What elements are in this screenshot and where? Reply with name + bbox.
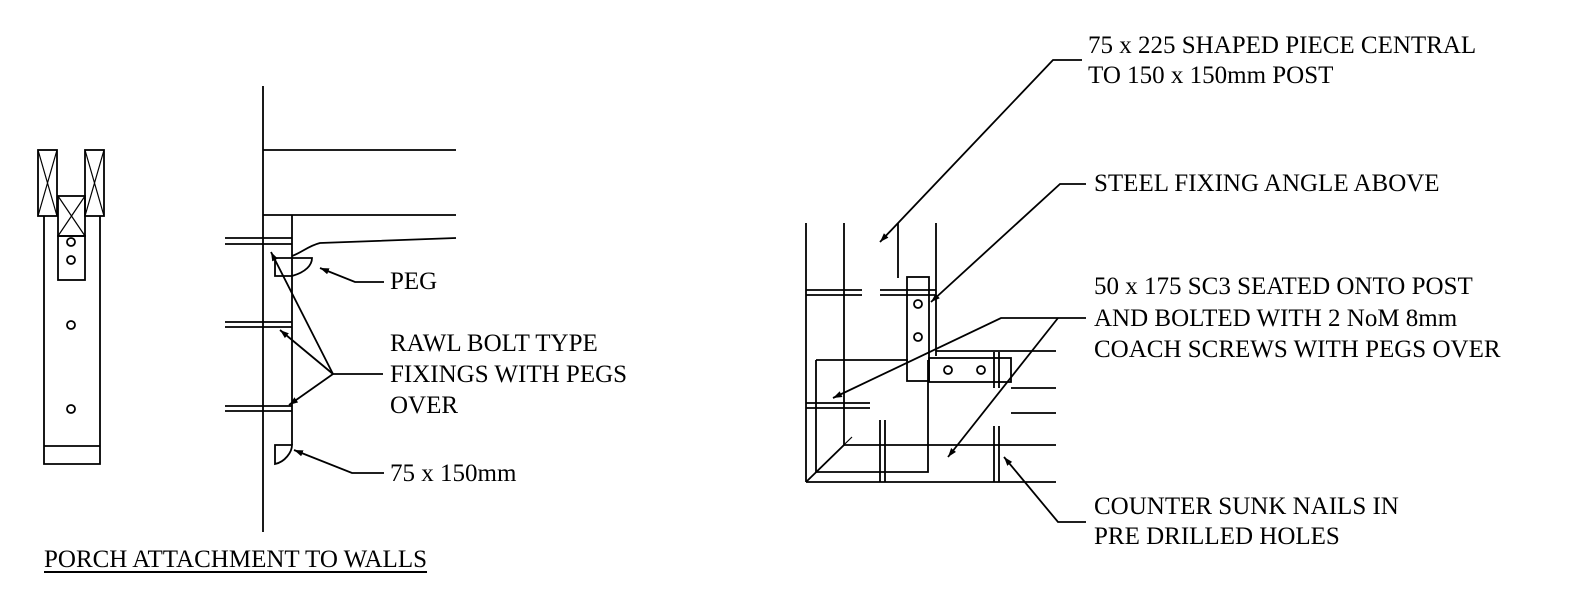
bolt-hole	[66, 255, 76, 265]
post-fixing-plate	[57, 235, 86, 281]
sc3-leader-2	[947, 317, 1059, 458]
wall-section	[225, 86, 457, 532]
bolt-hole	[913, 299, 923, 309]
steel-angle-leader	[930, 183, 1086, 303]
corner-diagonal-inner	[815, 436, 853, 473]
screw	[806, 402, 870, 409]
steel-angle-flange	[928, 357, 1012, 383]
label-shaped-line2: TO 150 x 150mm POST	[1088, 62, 1334, 89]
label-nails-line2: PRE DRILLED HOLES	[1094, 523, 1340, 550]
nails-leader	[1003, 456, 1086, 523]
steel-fixing-angle	[906, 276, 930, 382]
bracket-curve	[291, 237, 457, 257]
label-rawl-line1: RAWL BOLT TYPE	[390, 330, 598, 357]
label-sc3-line2: AND BOLTED WITH 2 NoM 8mm	[1094, 305, 1458, 332]
post-top-block-left-cross	[37, 149, 58, 217]
nail	[993, 352, 1000, 388]
post-top-block-left	[37, 149, 58, 217]
label-sc3-line3: COACH SCREWS WITH PEGS OVER	[1094, 336, 1501, 363]
rawl-bolt-1	[225, 237, 292, 245]
post-top-block-right	[84, 149, 105, 217]
label-nails-line1: COUNTER SUNK NAILS IN	[1094, 493, 1399, 520]
rawl-leader-2	[279, 329, 334, 375]
peg-bottom	[274, 444, 293, 466]
bolt-hole	[913, 332, 923, 342]
post-centre-block-cross	[57, 195, 86, 237]
rawl-bolt-2	[225, 321, 292, 328]
seat-outline	[815, 359, 929, 473]
screw	[806, 289, 862, 296]
label-steel-angle: STEEL FIXING ANGLE ABOVE	[1094, 170, 1440, 197]
bolt-hole	[943, 365, 953, 375]
nail	[993, 426, 1000, 482]
label-sc3-line1: 50 x 175 SC3 SEATED ONTO POST	[1094, 273, 1473, 300]
bolt-hole	[66, 237, 76, 247]
leaders-right	[832, 59, 1086, 523]
nail	[879, 420, 886, 482]
drawing-title: PORCH ATTACHMENT TO WALLS	[44, 546, 428, 573]
shaped-piece-leader	[879, 59, 1082, 243]
post-body	[43, 216, 101, 465]
screw	[880, 289, 936, 296]
bolt-hole	[66, 320, 76, 330]
peg-top	[274, 257, 313, 277]
label-shaped-line1: 75 x 225 SHAPED PIECE CENTRAL	[1088, 32, 1477, 59]
bolt-hole	[976, 365, 986, 375]
leaders-left	[270, 251, 384, 474]
label-peg: PEG	[390, 268, 438, 295]
peg-leader	[319, 267, 384, 283]
label-size-75x150: 75 x 150mm	[390, 460, 517, 487]
corner-detail	[805, 223, 1056, 483]
post-top-block-right-cross	[84, 149, 105, 217]
post-elevation	[37, 149, 105, 465]
size-leader	[293, 449, 384, 474]
rawl-bolt-3	[225, 405, 292, 412]
rawl-leader-3	[288, 373, 334, 406]
bolt-hole	[66, 404, 76, 414]
label-rawl-line2: FIXINGS WITH PEGS	[390, 361, 628, 388]
label-rawl-line3: OVER	[390, 392, 459, 419]
